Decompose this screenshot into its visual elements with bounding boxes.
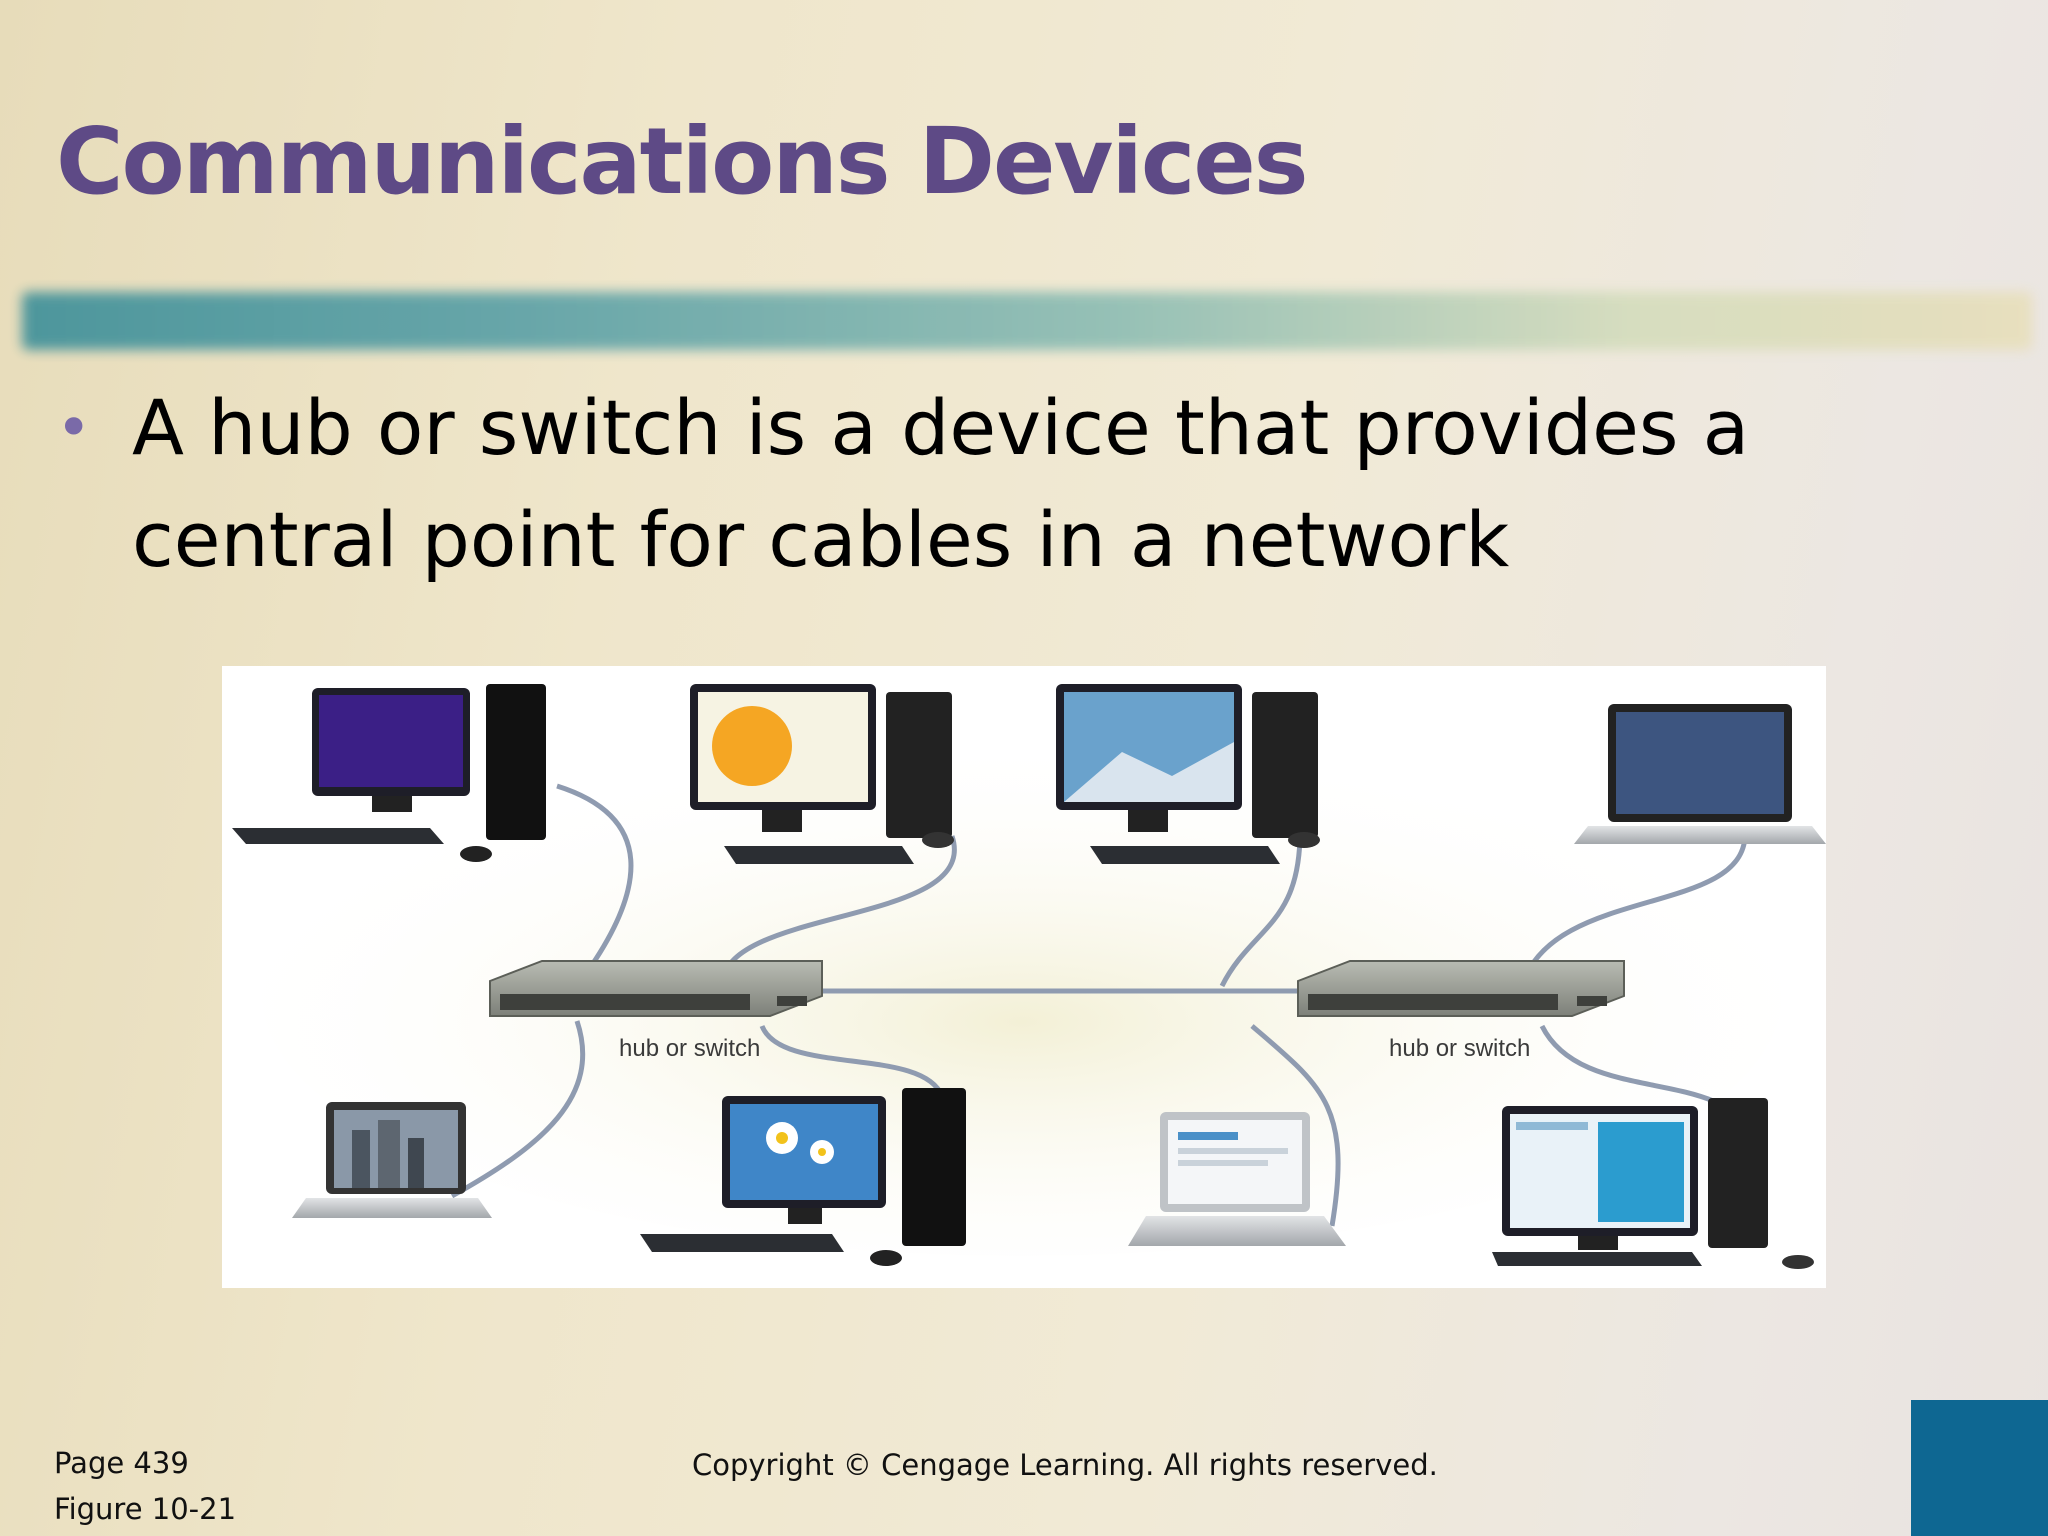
desktop-computer-icon: [1492, 1098, 1814, 1269]
slide-title: Communications Devices: [56, 108, 1309, 215]
laptop-icon: [1574, 704, 1826, 844]
corner-accent-block: [1911, 1400, 2048, 1536]
bullet-text: A hub or switch is a device that provide…: [132, 383, 1750, 584]
copyright-notice: Copyright © Cengage Learning. All rights…: [692, 1448, 1438, 1482]
page-number: Page 439: [54, 1446, 189, 1480]
laptop-icon: [292, 1102, 492, 1218]
switch-right-label: hub or switch: [1389, 1035, 1530, 1062]
bullet-dot-icon: •: [56, 393, 92, 463]
title-underline-bar: [22, 292, 2032, 350]
network-diagram-illustration: hub or switch hub or switch: [232, 684, 1826, 1269]
network-figure: hub or switch hub or switch: [222, 666, 1826, 1288]
network-cables: [450, 783, 1755, 1227]
bullet-item: • A hub or switch is a device that provi…: [56, 372, 1986, 596]
laptop-icon: [1128, 1112, 1346, 1246]
figure-reference: Figure 10-21: [54, 1492, 237, 1526]
footer-reference: Page 439 Figure 10-21: [54, 1440, 236, 1532]
switch-right: [1297, 960, 1625, 1017]
desktop-computer-icon: [1056, 684, 1320, 864]
desktop-computer-icon: [690, 684, 954, 864]
desktop-computer-icon: [232, 684, 546, 862]
switch-left-label: hub or switch: [619, 1035, 760, 1062]
switch-left: [489, 960, 823, 1017]
desktop-computer-icon: [640, 1088, 966, 1266]
